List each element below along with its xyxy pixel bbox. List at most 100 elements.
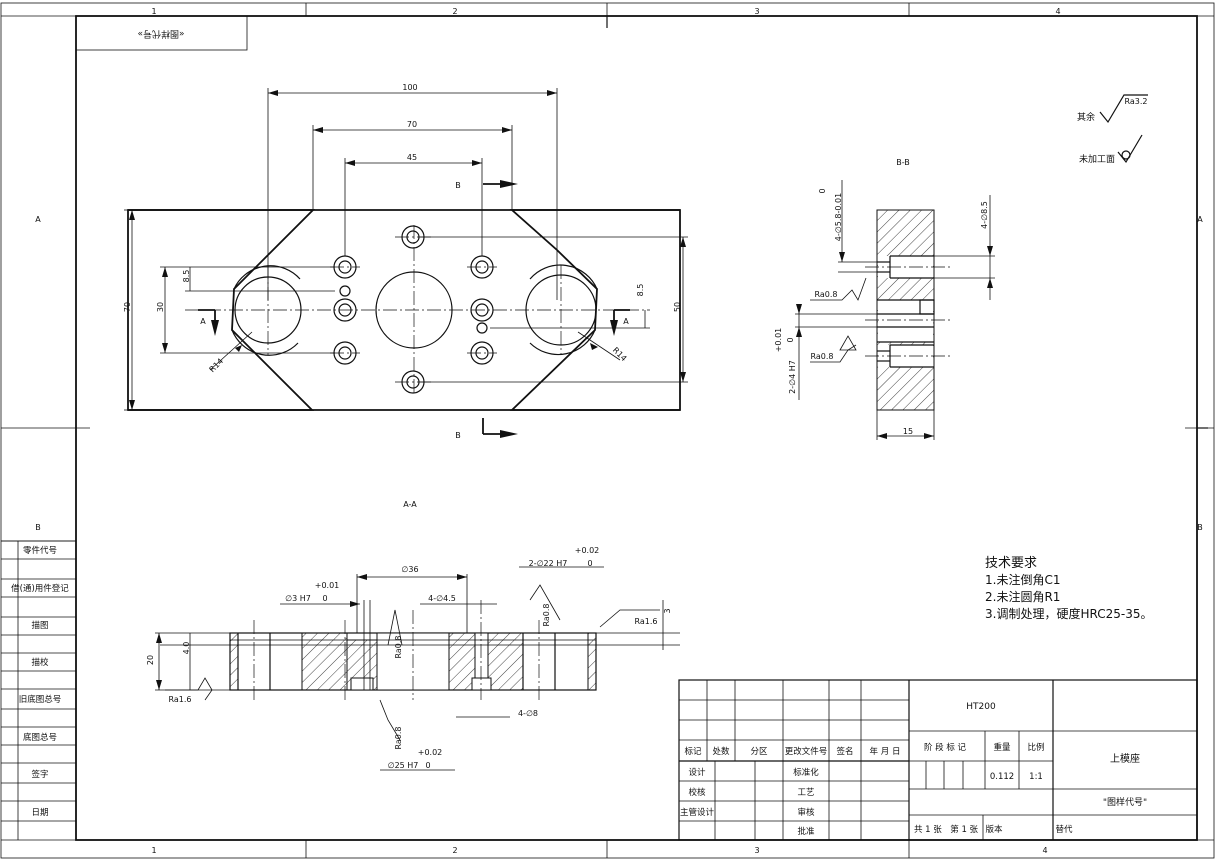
dim-offset-8-5-right: 8.5 <box>636 284 645 297</box>
zone-label-top-2: 2 <box>452 7 457 16</box>
section-mark-b-top: B <box>455 181 461 190</box>
title-role-process: 工艺 <box>797 788 814 798</box>
roughness-aa-5: Ra1.6 <box>168 695 191 704</box>
title-sheets: 共 1 张 第 1 张 <box>914 824 979 835</box>
section-mark-a-left: A <box>200 317 206 326</box>
roughness-bb-2: Ra0.8 <box>810 352 833 361</box>
zone-label-right-a: A <box>1197 215 1203 224</box>
section-b-b-view <box>795 180 995 440</box>
title-rev-header-zone: 分区 <box>750 747 768 757</box>
dim-offset-8-5-left: 8.5 <box>182 270 191 283</box>
side-label-signature: 签字 <box>31 769 48 780</box>
title-stage-label: 阶 段 标 记 <box>924 742 967 753</box>
title-part-name: 上模座 <box>1110 752 1140 765</box>
side-label-trace-check: 描校 <box>31 657 49 668</box>
surface-rest-label: 其余 <box>1077 111 1095 123</box>
title-scale-value: 1:1 <box>1029 772 1043 782</box>
zone-label-right-b: B <box>1197 523 1203 532</box>
zone-label-bottom-2: 2 <box>452 846 457 855</box>
dim-aa-bore-36: ∅36 <box>401 565 418 574</box>
title-scale-label: 比例 <box>1027 742 1044 753</box>
section-a-a-view <box>155 566 680 771</box>
surface-symbols <box>1099 94 1148 164</box>
roughness-aa-1: Ra0.8 <box>542 603 551 626</box>
dim-height-70: 70 <box>123 302 132 312</box>
side-label-tracing: 描图 <box>31 620 48 631</box>
surface-rest-value: Ra3.2 <box>1124 97 1147 106</box>
section-mark-a-right: A <box>623 317 629 326</box>
zone-label-bottom-4: 4 <box>1042 846 1047 855</box>
dim-bb-pin-hole-tol-low: 0 <box>786 337 795 342</box>
top-view-screw-holes <box>333 225 494 394</box>
side-label-base-no: 底图总号 <box>23 732 57 743</box>
side-label-part-code: 零件代号 <box>23 545 57 556</box>
tech-requirement-1: 1.未注倒角C1 <box>985 572 1060 587</box>
title-role-standardization: 标准化 <box>793 767 819 778</box>
dim-aa-bore-25: ∅25 H7 <box>388 761 419 770</box>
dim-aa-bores-22-low: 0 <box>587 559 592 568</box>
top-view <box>124 88 688 438</box>
dim-aa-height-20: 20 <box>146 655 155 665</box>
dim-aa-bores-22-up: +0.02 <box>575 546 600 555</box>
dim-aa-bore-25-low: 0 <box>425 761 430 770</box>
dim-aa-height-4: 4.0 <box>182 642 191 655</box>
section-mark-b-bottom: B <box>455 431 461 440</box>
title-role-approve: 批准 <box>797 826 815 837</box>
title-replace: 替代 <box>1055 824 1073 835</box>
tech-requirements-title: 技术要求 <box>985 556 1037 571</box>
zone-label-bottom-3: 3 <box>754 846 759 855</box>
dim-aa-pin-3: ∅3 H7 <box>285 594 311 603</box>
title-role-check: 校核 <box>688 787 706 798</box>
dim-width-100: 100 <box>402 83 417 92</box>
surface-unmachined-label: 未加工面 <box>1079 153 1115 165</box>
roughness-bb-1: Ra0.8 <box>814 290 837 299</box>
dim-width-45: 45 <box>407 153 417 162</box>
dim-aa-height-3: 3 <box>663 608 672 613</box>
title-drawing-number: "图样代号" <box>1103 796 1147 808</box>
dim-bb-thickness-15: 15 <box>903 427 913 436</box>
dim-aa-pin-3-low: 0 <box>322 594 327 603</box>
corner-drawing-number: «图样代号» <box>137 28 184 40</box>
title-role-chief-design: 主管设计 <box>680 807 715 818</box>
dim-aa-pin-3-up: +0.01 <box>315 581 340 590</box>
dim-aa-bores-22: 2-∅22 H7 <box>529 559 568 568</box>
title-role-review: 审核 <box>797 807 815 818</box>
title-weight-value: 0.112 <box>990 772 1014 782</box>
roughness-aa-2: Ra0.8 <box>394 635 403 658</box>
zone-label-left-b: B <box>35 523 41 532</box>
dim-aa-holes-4-5: 4-∅4.5 <box>428 594 456 603</box>
title-rev-header-count: 处数 <box>712 746 730 757</box>
dim-radius-r14-right: R14 <box>611 346 629 364</box>
dim-aa-counterbore-8: 4-∅8 <box>518 709 538 718</box>
title-role-design: 设计 <box>688 767 706 778</box>
zone-label-bottom-1: 1 <box>151 846 156 855</box>
side-label-borrow-register: 借(通)用件登记 <box>11 583 69 594</box>
side-label-old-base-no: 旧底图总号 <box>19 694 62 705</box>
title-rev-header-date: 年 月 日 <box>870 746 901 757</box>
title-rev-header-sign: 签名 <box>836 746 853 757</box>
dim-bb-hole-5-8: 4-∅5.8-0.01 <box>834 193 843 241</box>
title-material: HT200 <box>966 702 996 712</box>
dim-height-30: 30 <box>156 302 165 312</box>
tech-requirement-2: 2.未注圆角R1 <box>985 589 1060 604</box>
roughness-aa-3: Ra0.8 <box>394 726 403 749</box>
dim-bb-pin-hole-tol-up: +0.01 <box>774 328 783 353</box>
title-rev-header-mark: 标记 <box>684 746 702 757</box>
zone-label-top-3: 3 <box>754 7 759 16</box>
dim-bb-hole-5-8-tol: 0 <box>818 188 827 193</box>
dim-bb-counterbore-8-5: 4-∅8.5 <box>980 201 989 229</box>
title-rev-header-doc: 更改文件号 <box>785 746 828 757</box>
section-b-b-title: B-B <box>896 158 910 167</box>
zone-label-top-4: 4 <box>1055 7 1060 16</box>
side-column <box>1 540 76 840</box>
dim-width-70: 70 <box>407 120 417 129</box>
title-block <box>678 679 1198 841</box>
zone-label-top-1: 1 <box>151 7 156 16</box>
title-version: 版本 <box>985 824 1003 835</box>
title-weight-label: 重量 <box>993 742 1011 753</box>
dim-bb-pin-hole-4: 2-∅4 H7 <box>788 360 797 394</box>
side-label-date: 日期 <box>31 808 48 818</box>
dim-height-50: 50 <box>673 302 682 312</box>
